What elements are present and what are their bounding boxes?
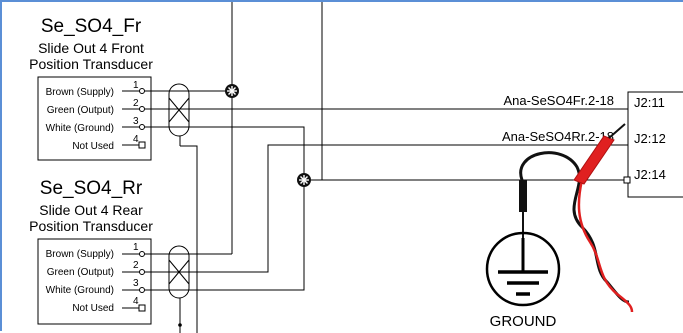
sensor-1-pin2-number: 2	[133, 98, 139, 109]
red-probe-tip	[608, 123, 626, 139]
sensor-1-pin3-label: White (Ground)	[46, 123, 114, 134]
wire-junction-dot	[178, 323, 182, 327]
sensor-2-name: Se_SO4_Rr	[40, 178, 143, 199]
sensor-2-pin4-number: 4	[133, 296, 139, 307]
red-probe-body	[573, 135, 615, 185]
sensor-1-name: Se_SO4_Fr	[41, 16, 142, 37]
connector-j2	[627, 91, 683, 198]
black-probe-lead	[519, 151, 630, 304]
splice-symbol-1	[225, 84, 239, 98]
sensor-1-box	[37, 76, 152, 161]
red-probe-lead	[577, 179, 634, 313]
ground-label: GROUND	[490, 313, 557, 330]
signal-label-rear: Ana-SeSO4Rr.2-18	[502, 129, 614, 144]
sensor-2-desc-line2: Position Transducer	[29, 218, 153, 234]
sensor-2-pin3-label: White (Ground)	[46, 285, 114, 296]
splice-symbol-2	[297, 173, 311, 187]
sensor-2-box	[37, 238, 152, 325]
sensor-1-desc-line2: Position Transducer	[29, 56, 153, 72]
sensor-2-pin1-number: 1	[133, 242, 139, 253]
signal-label-front: Ana-SeSO4Fr.2-18	[503, 93, 614, 108]
sensor-2-pin2-label: Green (Output)	[47, 267, 114, 278]
sensor-2-pin4-label: Not Used	[72, 303, 114, 314]
sensor-2-pin-stubs	[122, 251, 146, 312]
ground-icon	[485, 231, 561, 307]
connector-pin-j2-11: J2:11	[634, 95, 665, 110]
sensor-1-pin3-number: 3	[133, 116, 139, 127]
connector-pin-terminal	[623, 176, 631, 184]
sensor-2-pin2-number: 2	[133, 260, 139, 271]
sensor-2-desc-line1: Slide Out 4 Rear	[39, 202, 143, 218]
sensor-1-pin1-label: Brown (Supply)	[46, 87, 114, 98]
sensor-1-pin2-label: Green (Output)	[47, 105, 114, 116]
sensor-1-pin-stubs	[122, 88, 146, 149]
twisted-pair-marker-1	[168, 83, 190, 137]
sensor-1-pin4-label: Not Used	[72, 141, 114, 152]
connector-pin-j2-12: J2:12	[634, 131, 666, 146]
connector-pin-j2-14: J2:14	[634, 167, 666, 182]
sensor-1-pin4-number: 4	[133, 134, 139, 145]
sensor-1-desc-line1: Slide Out 4 Front	[38, 40, 144, 56]
sensor-2-pin1-label: Brown (Supply)	[46, 249, 114, 260]
sensor-1-pin1-number: 1	[133, 80, 139, 91]
sensor-2-pin3-number: 3	[133, 278, 139, 289]
black-probe-body	[519, 180, 527, 212]
